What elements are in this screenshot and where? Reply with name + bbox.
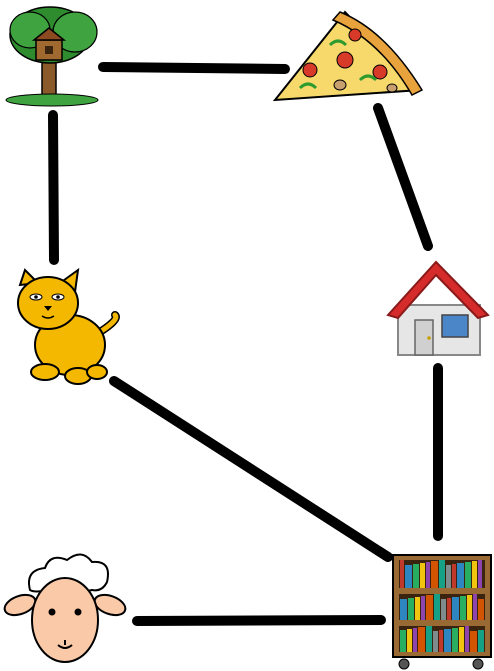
book-spine xyxy=(400,630,406,652)
book-spine xyxy=(433,631,438,652)
book-spine xyxy=(467,595,472,620)
book-spine xyxy=(478,599,484,620)
book-spine xyxy=(446,565,451,588)
node-sheep xyxy=(3,553,127,663)
book-spine xyxy=(434,594,440,620)
edges-layer xyxy=(48,62,443,626)
pizza-slice-icon xyxy=(272,10,424,102)
book-spine xyxy=(426,626,432,652)
node-bookshelf xyxy=(392,554,492,670)
book-spine xyxy=(420,563,425,588)
book-spine xyxy=(465,626,469,652)
book-spine xyxy=(470,631,477,652)
book-spine xyxy=(408,598,414,620)
book-spine xyxy=(400,560,404,588)
book-spine xyxy=(407,629,412,652)
book-spine xyxy=(452,564,456,588)
book-spine xyxy=(459,627,464,652)
book-spine xyxy=(439,630,443,652)
book-spine xyxy=(426,562,430,588)
edge-pizza-house xyxy=(373,103,433,251)
book-spine xyxy=(444,629,451,652)
book-spine xyxy=(473,594,477,620)
book-spine xyxy=(472,561,477,588)
book-spine xyxy=(465,562,471,588)
book-spine xyxy=(415,597,420,620)
book-spine xyxy=(426,595,433,620)
book-spine xyxy=(478,560,482,588)
book-spine xyxy=(421,596,425,620)
book-spine xyxy=(460,596,466,620)
edge-sheep-bookshelf xyxy=(132,615,386,626)
book-spine xyxy=(457,563,464,588)
book-spine xyxy=(452,597,459,620)
book-spine xyxy=(441,599,446,620)
book-spine xyxy=(400,599,407,620)
cat-icon xyxy=(17,267,120,385)
treehouse-icon xyxy=(5,6,99,107)
book-spine xyxy=(413,628,417,652)
node-treehouse xyxy=(5,6,99,107)
edge-treehouse-pizza xyxy=(98,62,290,74)
edge-treehouse-cat xyxy=(48,110,59,265)
book-spine xyxy=(405,565,412,588)
edge-cat-bookshelf xyxy=(109,376,393,562)
book-spine xyxy=(418,627,425,652)
sheep-icon xyxy=(3,553,127,663)
house-icon xyxy=(386,260,490,356)
bookshelf-icon xyxy=(392,554,492,670)
book-spine xyxy=(413,564,419,588)
node-cat xyxy=(17,267,120,385)
book-spine xyxy=(478,630,484,652)
book-spine xyxy=(452,628,458,652)
node-pizza xyxy=(272,10,424,102)
book-spine xyxy=(431,561,438,588)
book-spine xyxy=(439,560,445,588)
book-spine xyxy=(447,598,451,620)
node-house xyxy=(386,260,490,356)
